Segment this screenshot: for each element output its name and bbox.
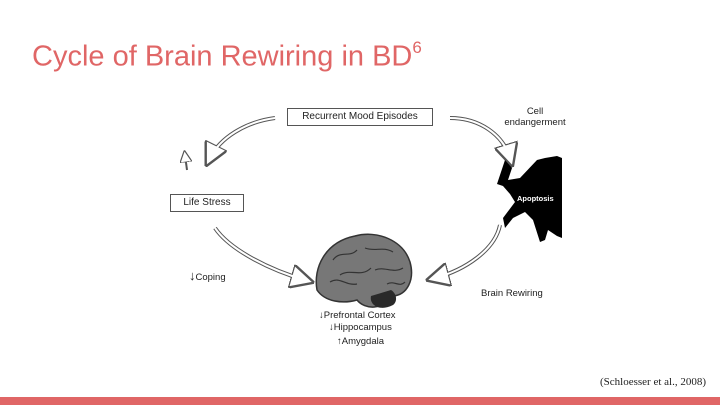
down-arrow-icon: ↓ [189, 268, 196, 283]
title-text: Cycle of Brain Rewiring in BD [32, 40, 413, 73]
bottom-accent-bar [0, 397, 720, 405]
life-stress-label: Life Stress [183, 197, 231, 208]
amygdala-text: Amygdala [341, 336, 384, 347]
up-arrow-icon: ↑ [337, 336, 342, 347]
title-superscript: 6 [412, 38, 422, 57]
curved-arrow-icon [213, 226, 305, 280]
curved-arrow-icon [435, 224, 502, 278]
brain-icon [315, 233, 413, 308]
down-arrow-icon: ↓ [329, 322, 334, 333]
curved-arrow-icon [185, 155, 187, 171]
cell-endangerment-label: Cell endangerment [503, 106, 567, 128]
prefrontal-cortex-text: Prefrontal Cortex [323, 310, 396, 321]
life-stress-box: Life Stress [170, 194, 244, 212]
curved-arrow-icon [434, 224, 501, 279]
citation: (Schloesser et al., 2008) [600, 376, 706, 388]
brain-rewiring-label: Brain Rewiring [481, 288, 543, 299]
slide-title: Cycle of Brain Rewiring in BD6 [32, 38, 422, 74]
mood-episodes-label: Recurrent Mood Episodes [302, 111, 418, 122]
coping-label: ↓Coping [189, 268, 226, 283]
curved-arrow-icon [214, 227, 306, 281]
curved-arrow-icon [210, 116, 276, 158]
mood-episodes-box: Recurrent Mood Episodes [287, 108, 433, 126]
curved-arrow-icon [449, 117, 511, 159]
cell-label-line1: Cell [526, 106, 544, 117]
brain-rewiring-cycle-diagram: Recurrent Mood Episodes Life Stress Cell… [165, 100, 567, 355]
hippocampus-text: Hippocampus [333, 322, 392, 333]
hippocampus-label: ↓Hippocampus [329, 322, 392, 333]
prefrontal-cortex-label: ↓Prefrontal Cortex [319, 310, 396, 321]
coping-text: Coping [195, 272, 226, 283]
down-arrow-icon: ↓ [319, 310, 324, 321]
neuron-icon [497, 156, 562, 242]
curved-arrow-icon [209, 117, 276, 159]
cell-label-line2: endangerment [504, 117, 566, 128]
amygdala-label: ↑Amygdala [337, 336, 384, 347]
apoptosis-label: Apoptosis [517, 194, 554, 203]
diagram-graphics [165, 116, 562, 308]
